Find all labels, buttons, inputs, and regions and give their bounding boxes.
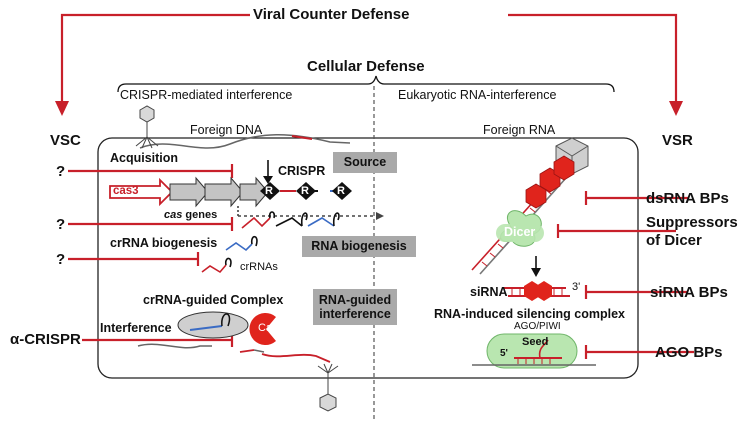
sirna-bps-label: siRNA BPs	[650, 284, 728, 301]
foreign-dna-strand	[139, 133, 351, 149]
interference-label: Interference	[100, 321, 172, 335]
rna-biogenesis-box: RNA biogenesis	[302, 236, 416, 257]
three-prime-label: 3'	[572, 281, 581, 293]
rna-guided-line1: RNA-guided	[318, 292, 392, 307]
crrna-guided-complex-label: crRNA-guided Complex	[143, 293, 284, 307]
cellular-defense-title: Cellular Defense	[307, 58, 425, 75]
risc-label: RNA-induced silencing complex	[434, 307, 626, 321]
cas-genes-italic: cas	[164, 209, 183, 221]
crrna-biogenesis-label: crRNA biogenesis	[110, 236, 218, 250]
vsr-arrowhead	[669, 101, 683, 116]
target-dna-cleaved	[239, 349, 331, 363]
crispr-array	[260, 182, 352, 200]
suppressors-of-dicer-line1: Suppressors	[646, 214, 738, 231]
cas3-protein-icon	[249, 312, 276, 345]
inhibitor-lines-right	[556, 191, 694, 359]
dicer-label: Dicer	[504, 225, 536, 239]
ago-bps-label: AGO BPs	[655, 344, 723, 361]
target-dna-tail	[253, 349, 265, 353]
vsc-arrowhead	[55, 101, 69, 116]
cellular-defense-brace	[117, 75, 615, 93]
source-box: Source	[333, 152, 397, 173]
question-mark-2: ?	[56, 216, 66, 233]
dicer-arrow	[531, 256, 541, 277]
repeat-label-2: R	[301, 185, 309, 197]
question-mark-1: ?	[56, 163, 66, 180]
phage-top-icon	[135, 105, 159, 149]
cas-genes-label: cas genes	[164, 210, 217, 221]
dsrna-binding-proteins	[525, 155, 575, 209]
ago-piwi-label: AGO/PIWI	[514, 321, 561, 332]
mature-crrnas	[201, 235, 258, 274]
sirna-label: siRNA	[470, 285, 508, 299]
rna-interference-header: Eukaryotic RNA-interference	[398, 88, 557, 102]
foreign-dna-label: Foreign DNA	[190, 123, 263, 137]
dicer-icon	[496, 210, 544, 247]
five-prime-label: 5'	[500, 348, 508, 359]
cas3-protein-label: Cas3	[258, 322, 284, 334]
viral-counter-defense-title: Viral Counter Defense	[253, 6, 410, 23]
vsc-label: VSC	[50, 132, 81, 149]
vsr-label: VSR	[662, 132, 693, 149]
seed-label: Seed	[522, 336, 549, 348]
viral-counter-defense-arrows	[60, 13, 678, 102]
crrnas-label: crRNAs	[240, 261, 278, 273]
cas-genes-suffix: genes	[182, 209, 218, 221]
alpha-crispr-label: α-CRISPR	[10, 331, 81, 348]
acquisition-label: Acquisition	[110, 151, 179, 165]
suppressors-of-dicer-line2: of Dicer	[646, 232, 702, 249]
rna-guided-interference-box: RNA-guided interference	[313, 289, 397, 325]
cas-gene-arrows	[169, 176, 269, 208]
crispr-arrow	[263, 160, 273, 184]
pre-crrna	[237, 206, 384, 229]
crispr-interference-header: CRISPR-mediated interference	[120, 88, 293, 102]
cas3-gene-label: cas3	[113, 185, 139, 197]
repeat-label-1: R	[265, 185, 273, 197]
target-dna-strand	[137, 343, 212, 349]
crispr-label: CRISPR	[278, 164, 326, 178]
repeat-label-3: R	[337, 185, 345, 197]
sirna-duplex	[504, 281, 570, 301]
cas3-gene-arrow	[109, 177, 174, 207]
foreign-dna-protospacer	[291, 135, 313, 140]
rna-guided-line2: interference	[319, 307, 391, 321]
foreign-rna-label: Foreign RNA	[483, 123, 556, 137]
risc-complex-icon	[472, 333, 596, 369]
inhibitor-lines-left	[68, 164, 234, 347]
phage-bottom-icon	[317, 363, 339, 412]
cascade-complex-icon	[177, 311, 249, 339]
question-mark-3: ?	[56, 251, 66, 268]
dsrna-bps-label: dsRNA BPs	[646, 190, 729, 207]
